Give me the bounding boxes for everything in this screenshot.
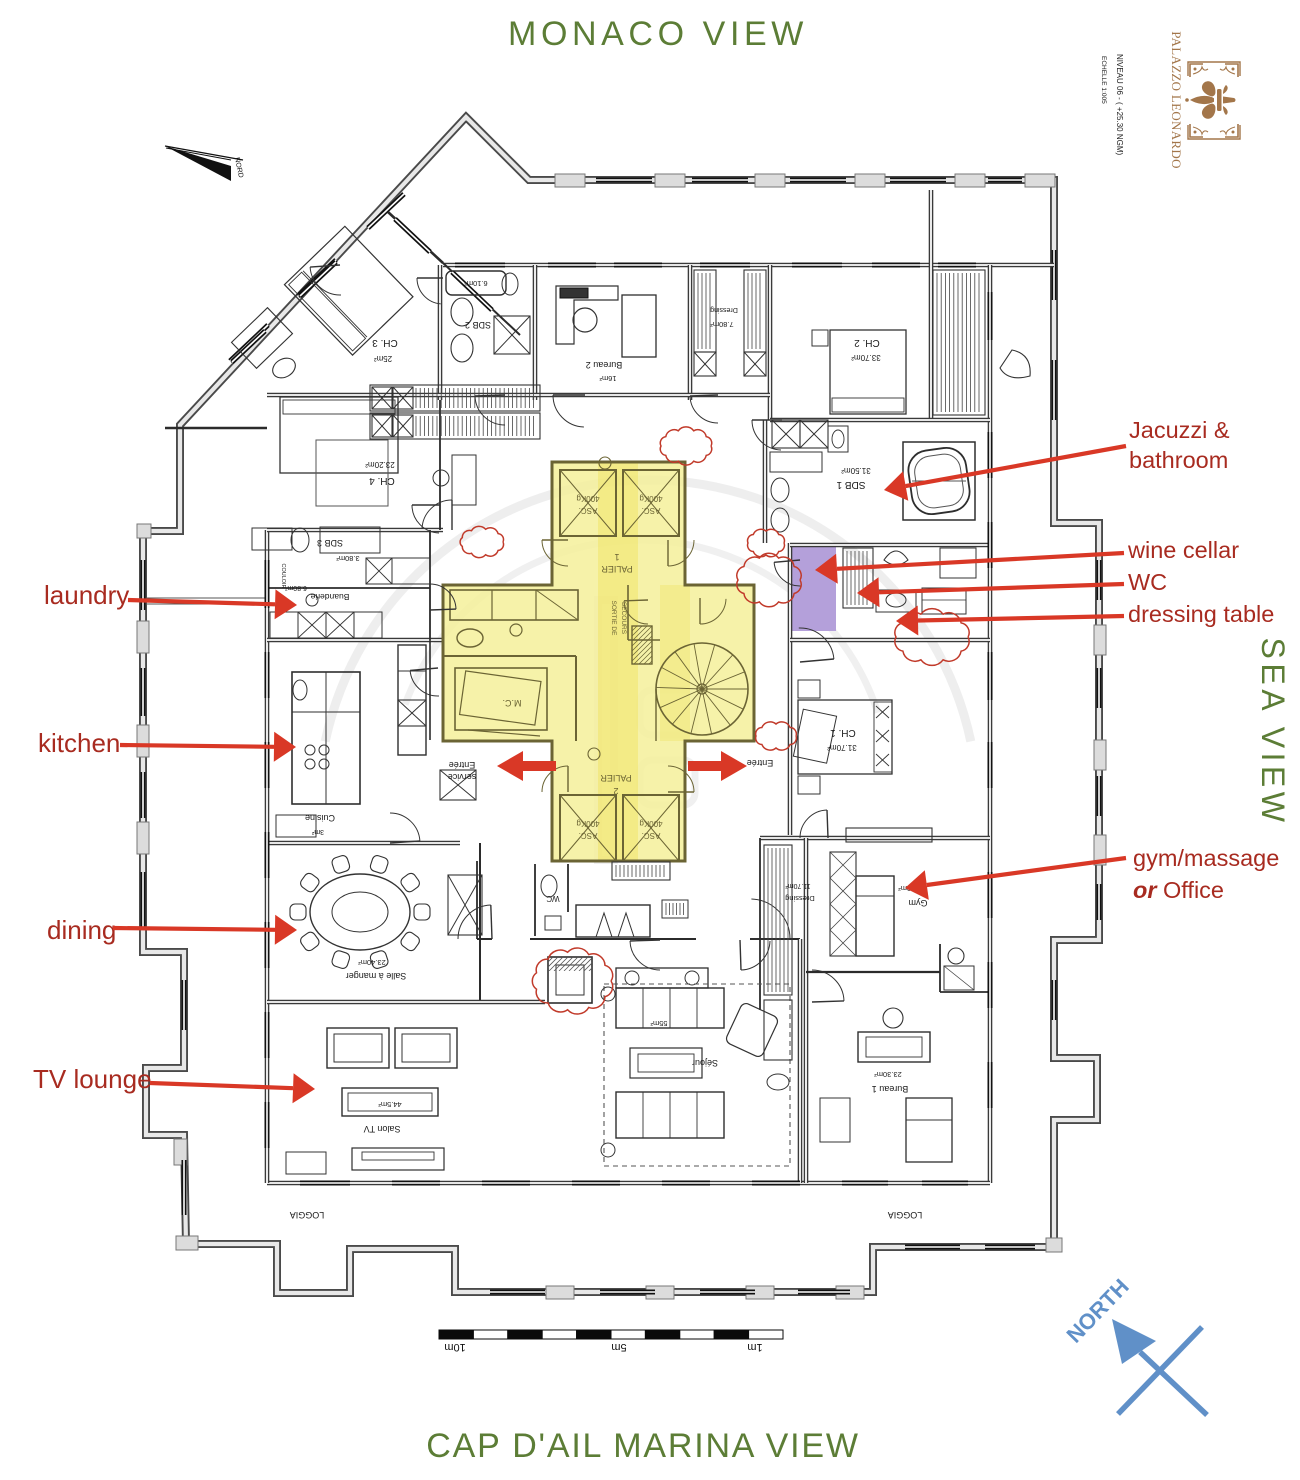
svg-text:SORTIE DE: SORTIE DE [610,601,617,637]
svg-text:PALIER: PALIER [600,773,632,783]
svg-text:SECOURS: SECOURS [620,602,627,635]
svg-text:Entrée: Entrée [449,760,476,770]
svg-text:dressing table: dressing table [1128,601,1274,627]
svg-text:M.C.: M.C. [503,698,522,708]
svg-text:Entrée: Entrée [747,758,774,768]
svg-text:ASC.: ASC. [642,506,661,515]
svg-text:NORD: NORD [233,157,244,179]
svg-text:PALAZZO LEONARDO: PALAZZO LEONARDO [1169,31,1184,169]
svg-text:CH. 2: CH. 2 [854,337,880,348]
svg-text:TV lounge: TV lounge [33,1064,152,1094]
svg-text:31.70m²: 31.70m² [827,743,857,752]
svg-text:ASC.: ASC. [579,831,598,840]
svg-text:SDB 1: SDB 1 [836,479,865,490]
svg-text:16m²: 16m² [599,374,617,383]
svg-text:COULOIR: COULOIR [280,563,286,588]
svg-text:55m²: 55m² [650,1019,668,1028]
svg-text:WC: WC [1128,569,1167,595]
svg-text:1: 1 [614,552,619,562]
svg-text:3m²: 3m² [311,828,324,835]
svg-text:Salon TV: Salon TV [364,1124,401,1134]
svg-text:kitchen: kitchen [38,728,120,758]
svg-text:2: 2 [613,786,618,796]
svg-text:23.40m²: 23.40m² [358,958,386,967]
svg-text:44.5m²: 44.5m² [378,1100,402,1109]
svg-text:Jacuzzi &: Jacuzzi & [1129,417,1230,443]
svg-text:7.80m²: 7.80m² [710,320,734,329]
svg-text:wine cellar: wine cellar [1127,537,1239,563]
svg-text:SDB 2: SDB 2 [465,320,491,330]
svg-text:CH. 1: CH. 1 [830,727,856,738]
svg-text:service: service [448,772,477,782]
svg-text:SDB 3: SDB 3 [317,538,343,548]
svg-text:23.30m²: 23.30m² [874,1070,902,1079]
svg-text:Gym: Gym [909,898,928,908]
svg-text:NIVEAU 06 - ( +25.30 NGM): NIVEAU 06 - ( +25.30 NGM) [1115,54,1124,155]
svg-text:MONACO VIEW: MONACO VIEW [508,15,808,53]
svg-text:6.80m²: 6.80m² [284,584,306,591]
svg-text:gym/massage: gym/massage [1133,845,1279,871]
svg-text:25m²: 25m² [374,354,393,363]
svg-text:Bureau 1: Bureau 1 [872,1084,909,1094]
svg-text:CAP D'AIL MARINA VIEW: CAP D'AIL MARINA VIEW [426,1427,860,1465]
svg-text:Dressing: Dressing [710,306,738,313]
svg-text:CH. 4: CH. 4 [369,475,395,486]
svg-text:3.80m²: 3.80m² [336,554,360,563]
svg-text:laundry: laundry [44,580,129,610]
svg-text:ASC.: ASC. [642,831,661,840]
svg-text:LOGGIA: LOGGIA [888,1210,923,1220]
svg-text:dining: dining [47,915,116,945]
svg-text:Bureau 2: Bureau 2 [586,360,623,370]
svg-text:WC: WC [546,894,560,903]
svg-text:or Office: or Office [1133,877,1224,903]
svg-text:400Kg: 400Kg [576,819,599,828]
svg-text:ASC.: ASC. [579,506,598,515]
svg-text:400Kg: 400Kg [639,494,662,503]
svg-text:33.70m²: 33.70m² [851,353,881,362]
svg-text:10m: 10m [444,1341,465,1353]
svg-text:bathroom: bathroom [1129,447,1228,473]
svg-text:11.70m²: 11.70m² [785,882,811,889]
svg-text:Cuisine: Cuisine [305,813,335,823]
svg-text:CH. 3: CH. 3 [372,337,398,348]
svg-text:1m: 1m [747,1341,762,1353]
svg-text:SEA VIEW: SEA VIEW [1255,638,1291,827]
svg-text:LOGGIA: LOGGIA [290,1210,325,1220]
svg-text:5m: 5m [611,1341,626,1353]
svg-text:PALIER: PALIER [601,564,633,574]
svg-text:ECHELLE 1:005: ECHELLE 1:005 [1100,56,1107,104]
svg-text:Séjour: Séjour [692,1058,718,1068]
svg-text:Buanderie: Buanderie [310,592,349,602]
svg-text:Salle à manger: Salle à manger [346,971,407,981]
svg-text:23.20m²: 23.20m² [365,460,395,469]
svg-text:31.50m²: 31.50m² [841,466,871,475]
svg-text:400Kg: 400Kg [576,494,599,503]
svg-text:6.10m²: 6.10m² [464,279,488,288]
svg-text:400Kg: 400Kg [639,819,662,828]
svg-text:Dressing: Dressing [785,894,815,903]
